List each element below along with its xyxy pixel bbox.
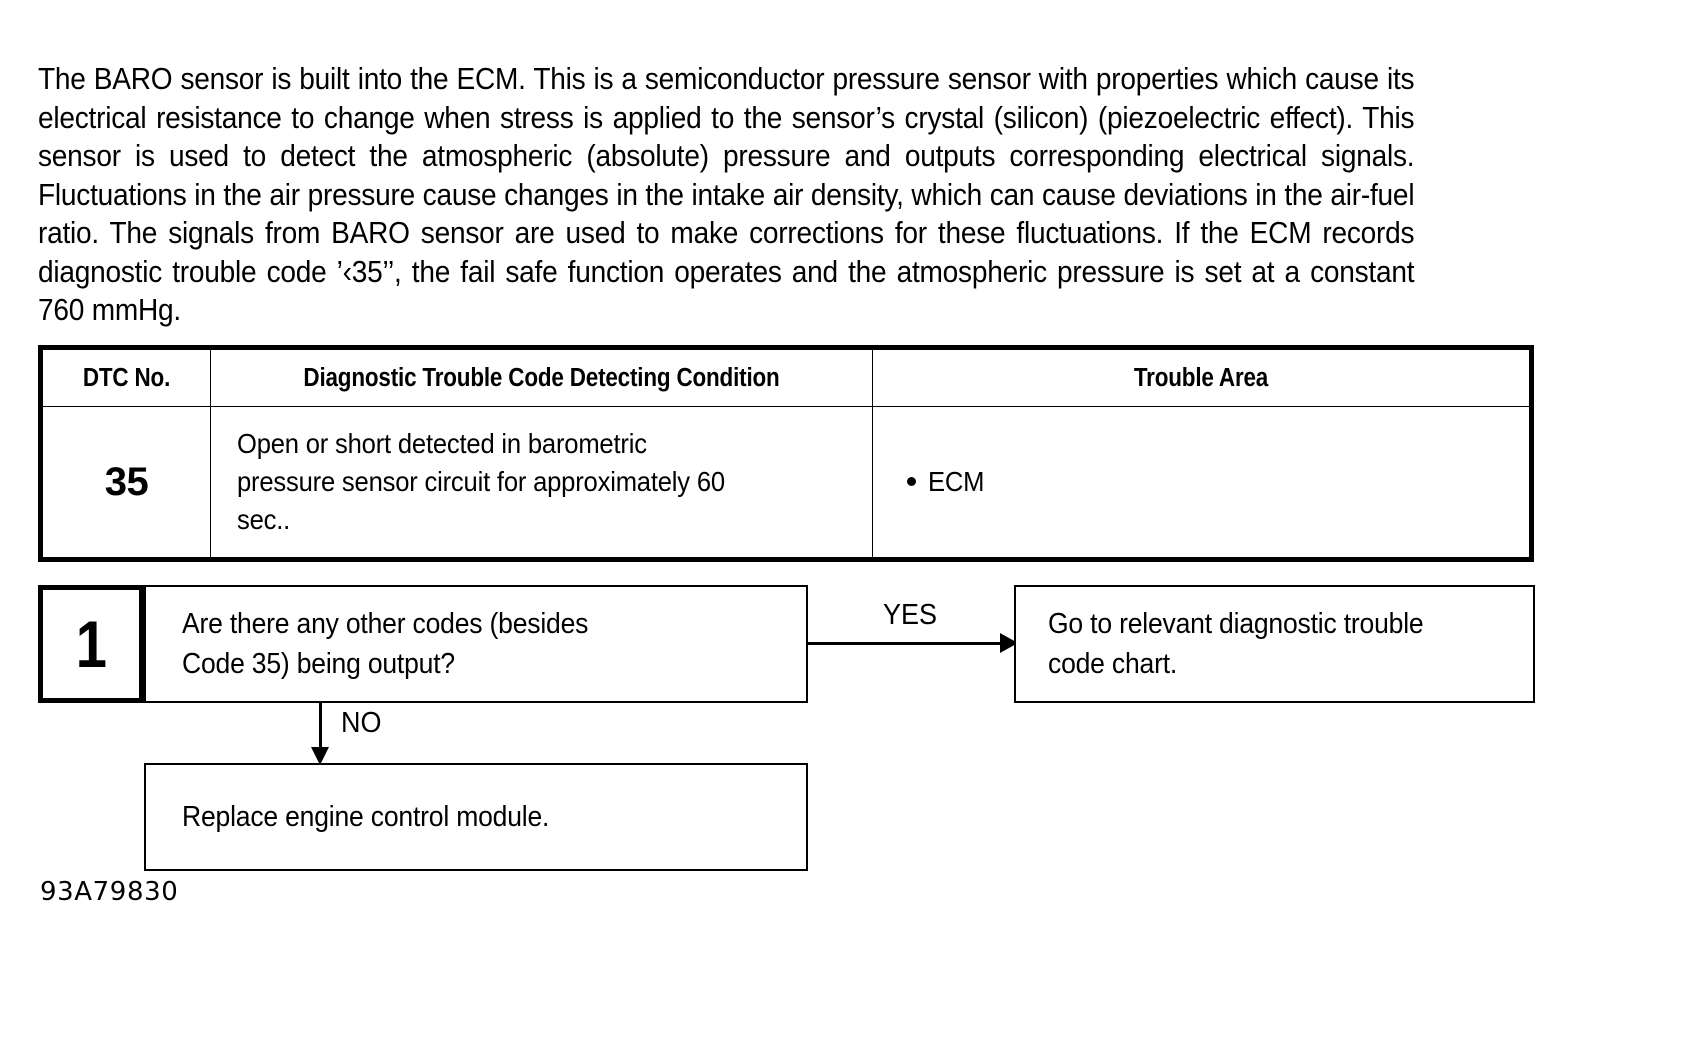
dtc-table: DTC No. Diagnostic Trouble Code Detectin… bbox=[38, 345, 1534, 562]
column-header-trouble-area: Trouble Area bbox=[872, 349, 1530, 407]
condition-line-1: Open or short detected in barometric bbox=[237, 428, 647, 459]
intro-paragraph: The BARO sensor is built into the ECM. T… bbox=[38, 62, 1415, 327]
table-row: 35 Open or short detected in barometric … bbox=[42, 406, 1530, 558]
column-header-dtc-no-label: DTC No. bbox=[82, 363, 171, 392]
column-header-trouble-area-label: Trouble Area bbox=[1133, 363, 1269, 392]
cell-trouble-area: ECM bbox=[872, 406, 1530, 558]
action-box: Replace engine control module. bbox=[144, 763, 808, 871]
result-box: Go to relevant diagnostic trouble code c… bbox=[1014, 585, 1535, 703]
condition-line-2: pressure sensor circuit for approximatel… bbox=[237, 466, 725, 497]
yes-branch-label: YES bbox=[883, 599, 937, 631]
diagnostic-flowchart: 1 Are there any other codes (besides Cod… bbox=[38, 585, 1538, 885]
no-branch-label: NO bbox=[341, 707, 382, 739]
table-header-row: DTC No. Diagnostic Trouble Code Detectin… bbox=[42, 349, 1530, 407]
column-header-dtc-no: DTC No. bbox=[42, 349, 211, 407]
question-line-1: Are there any other codes (besides bbox=[182, 608, 589, 640]
question-line-2: Code 35) being output? bbox=[182, 648, 455, 680]
bullet-icon bbox=[907, 477, 916, 487]
action-label: Replace engine control module. bbox=[182, 801, 550, 833]
condition-line-3: sec.. bbox=[237, 504, 291, 535]
question-box: Are there any other codes (besides Code … bbox=[144, 585, 808, 703]
trouble-area-label: ECM bbox=[928, 466, 985, 497]
cell-dtc-number: 35 bbox=[42, 406, 211, 558]
cell-detecting-condition: Open or short detected in barometric pre… bbox=[210, 406, 873, 558]
no-arrow-head-icon bbox=[311, 747, 329, 765]
column-header-condition: Diagnostic Trouble Code Detecting Condit… bbox=[210, 349, 873, 407]
result-line-1: Go to relevant diagnostic trouble bbox=[1048, 608, 1424, 640]
figure-id-label: 93A79830 bbox=[40, 877, 179, 907]
no-arrow-line bbox=[319, 703, 322, 755]
step-number-label: 1 bbox=[75, 607, 107, 681]
column-header-condition-label: Diagnostic Trouble Code Detecting Condit… bbox=[303, 363, 780, 392]
step-number-box: 1 bbox=[38, 585, 144, 703]
yes-arrow-line bbox=[808, 642, 1014, 645]
result-line-2: code chart. bbox=[1048, 648, 1178, 680]
yes-arrow-head-icon bbox=[1000, 633, 1018, 653]
